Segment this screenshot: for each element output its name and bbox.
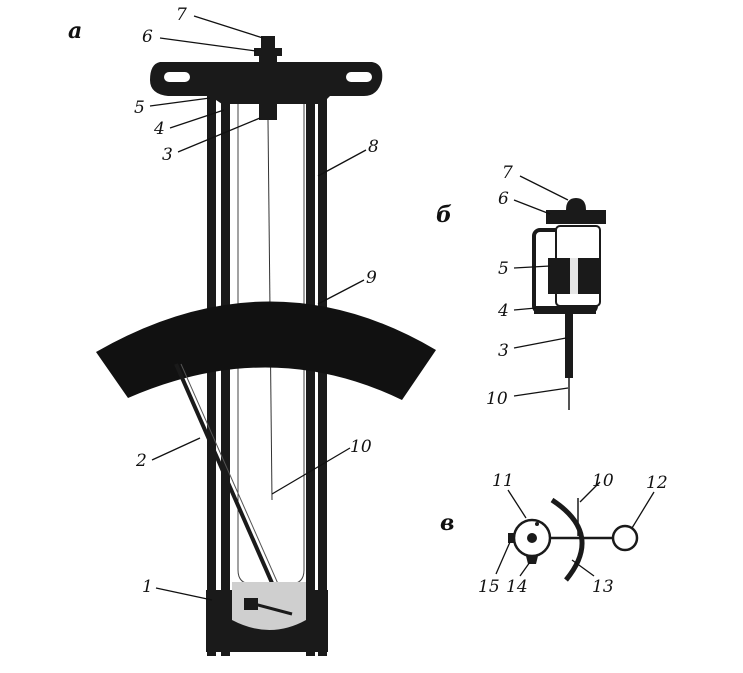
panel-b-leaders (513, 175, 569, 397)
panel-v-leaders (495, 481, 655, 577)
frame-rail-left-inner (221, 96, 230, 656)
arc-scale (96, 301, 436, 400)
bracket-foot (534, 306, 596, 314)
counterweight-ball (611, 524, 639, 552)
suspension-body (259, 56, 277, 120)
suspension-nut (254, 48, 282, 56)
frame-rail-right-inner (306, 96, 315, 656)
label-b-4: 4 (497, 301, 509, 321)
label-a-9: 9 (366, 268, 377, 288)
pointer-rod (174, 363, 292, 625)
label-b-7: 7 (502, 163, 513, 183)
label-a-8: 8 (368, 137, 379, 157)
hub-bottom-clip (526, 556, 538, 564)
panel-v-drawing (508, 497, 639, 582)
stem (565, 314, 573, 378)
magnet-gap (570, 258, 578, 294)
label-a-10: 10 (350, 437, 372, 457)
hub-pin (535, 522, 539, 526)
label-v-14: 14 (506, 577, 528, 597)
frame-rail-left-outer (207, 96, 216, 656)
arc-vane (550, 497, 585, 582)
panel-b-label: б (436, 202, 452, 228)
cap-dome (566, 198, 586, 210)
bracket-slot-left (164, 72, 190, 82)
hub-side-stub (508, 533, 514, 543)
bracket-slot-right (346, 72, 372, 82)
label-a-4: 4 (153, 119, 165, 139)
label-v-10: 10 (592, 471, 614, 491)
label-b-5: 5 (498, 259, 509, 279)
panel-b-drawing (532, 198, 606, 410)
pointer-rod-edge (180, 363, 295, 621)
label-a-2: 2 (135, 451, 147, 471)
label-a-5: 5 (134, 98, 145, 118)
label-v-12: 12 (646, 473, 668, 493)
label-a-3: 3 (162, 145, 173, 165)
panel-a-drawing (96, 36, 436, 656)
suspension-head (261, 36, 275, 50)
thread-lower (253, 602, 293, 616)
cap-flange (546, 210, 606, 224)
label-a-6: 6 (142, 27, 153, 47)
label-b-10: 10 (486, 389, 508, 409)
hub-center (527, 533, 537, 543)
base-clip (244, 598, 258, 610)
base-window (232, 582, 306, 630)
label-a-7: 7 (176, 5, 187, 25)
label-b-6: 6 (498, 189, 509, 209)
panel-v-label: в (440, 510, 454, 536)
frame-rail-right-outer (318, 96, 327, 656)
label-b-3: 3 (498, 341, 509, 361)
label-v-15: 15 (478, 577, 500, 597)
label-v-11: 11 (492, 471, 514, 491)
panel-a-leaders (149, 15, 367, 601)
label-v-13: 13 (592, 577, 614, 597)
panel-a-label: а (68, 18, 82, 44)
label-a-1: 1 (142, 577, 153, 597)
